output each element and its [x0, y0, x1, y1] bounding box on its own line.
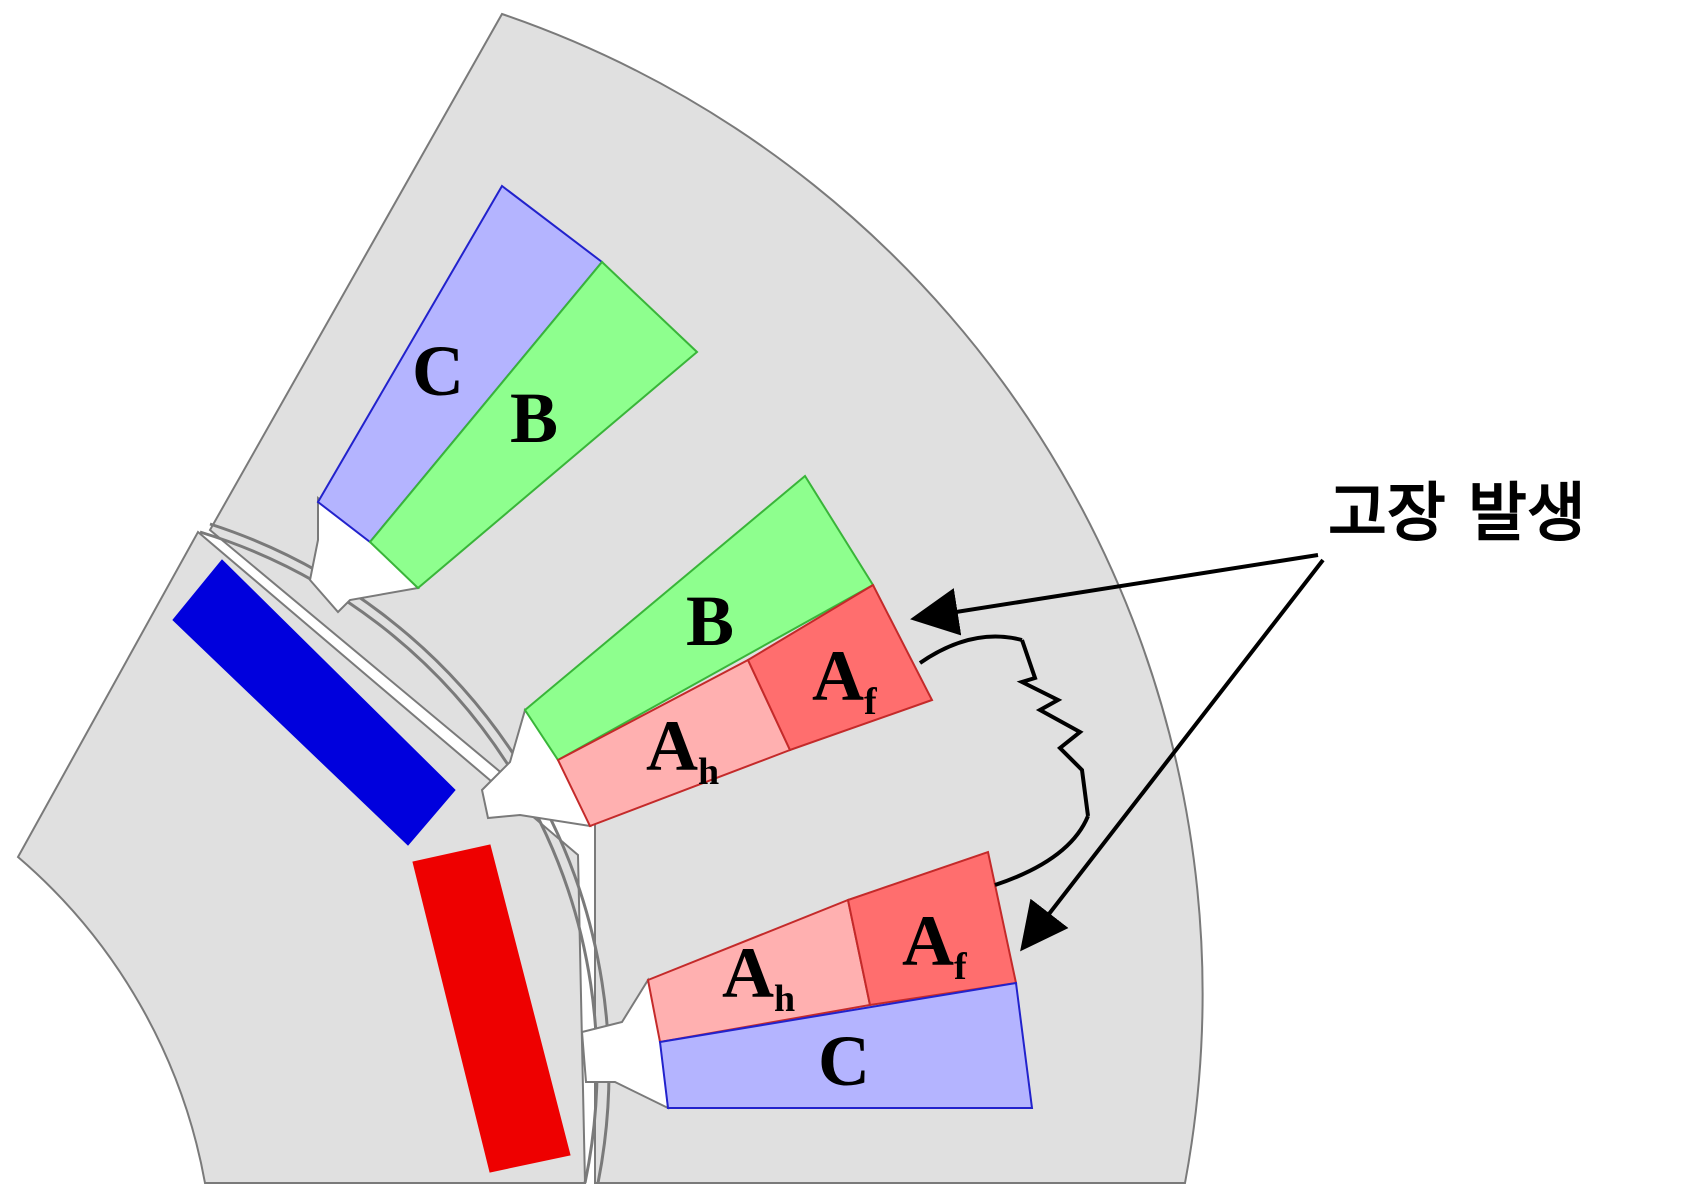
label-slot2-ah: Ah	[646, 706, 719, 793]
arrow-to-slot3	[1020, 558, 1325, 952]
fault-annotation-text: 고장 발생	[1328, 477, 1586, 551]
label-slot1-b: B	[510, 378, 558, 458]
arrow-to-slot2	[910, 553, 1319, 636]
label-slot2-af-main: A	[812, 636, 864, 716]
slot2-phase-a-faulted	[746, 583, 934, 752]
rotor-core	[16, 530, 587, 1184]
label-slot2-b: B	[686, 581, 734, 661]
slot3-phase-c	[658, 981, 1034, 1109]
label-slot3-c: C	[818, 1021, 870, 1101]
label-slot1-c: C	[412, 331, 464, 411]
magnet-blue	[172, 559, 456, 846]
label-slot3-af: Af	[902, 901, 968, 988]
arrow-icon	[910, 553, 1325, 952]
label-slot3-ah-sub: h	[774, 978, 795, 1020]
label-slot3-ah: Ah	[722, 933, 795, 1020]
label-slot3-af-main: A	[902, 901, 954, 981]
label-slot2-ah-sub: h	[698, 751, 719, 793]
label-slot2-af: Af	[812, 636, 878, 723]
label-slot2-af-sub: f	[864, 681, 878, 723]
label-slot3-af-sub: f	[954, 946, 968, 988]
label-slot3-ah-main: A	[722, 933, 774, 1013]
magnet-red	[412, 844, 571, 1173]
label-slot2-ah-main: A	[646, 706, 698, 786]
zigzag-resistor-icon	[918, 634, 1090, 887]
slot1-phase-b	[368, 260, 699, 590]
